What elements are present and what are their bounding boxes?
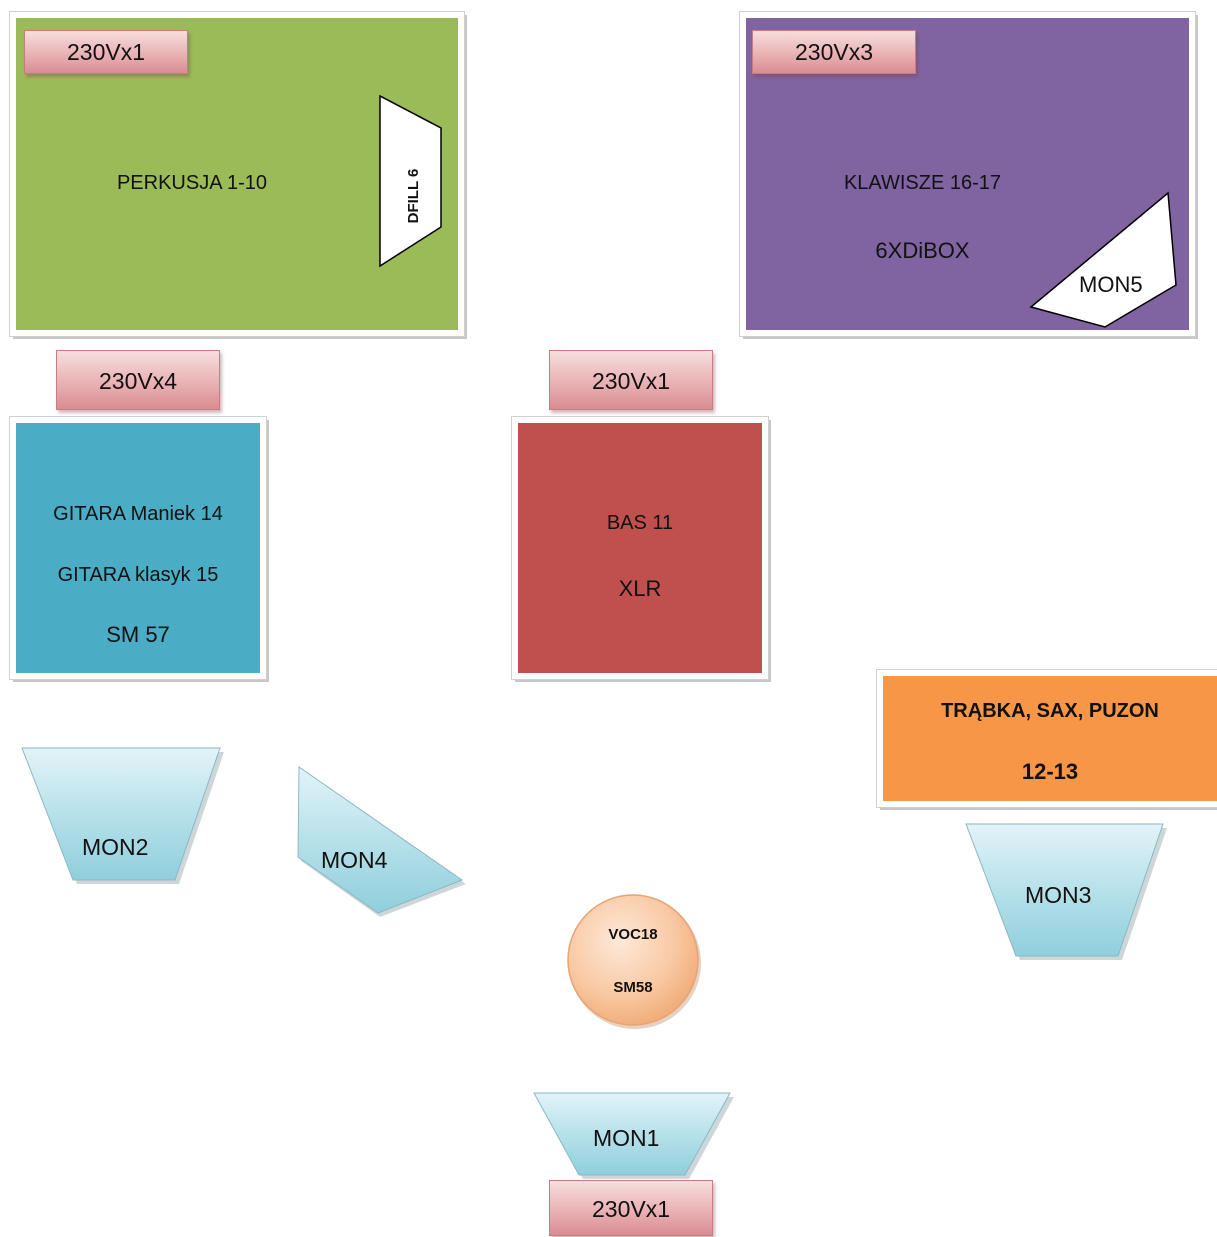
guitar-line1: GITARA Maniek 14: [53, 503, 223, 525]
front-power-badge: 230Vx1: [549, 1180, 713, 1236]
brass-channels: 12-13: [1021, 759, 1079, 784]
dfill-monitor-shape: [379, 94, 442, 268]
vocal-channel-label: VOC18: [608, 926, 657, 943]
mon3-label: MON3: [1025, 882, 1091, 908]
mon1-shape: [533, 1092, 731, 1176]
brass-area: TRĄBKA, SAX, PUZON 12-13: [876, 669, 1217, 808]
mon3-shape: [965, 823, 1164, 957]
guitar-line2: GITARA klasyk 15: [57, 564, 219, 586]
dfill-label: DFILL 6: [405, 169, 422, 224]
mon1: MON1: [533, 1092, 734, 1179]
brass-label: TRĄBKA, SAX, PUZON: [941, 700, 1159, 722]
bass-line2: XLR: [618, 576, 662, 601]
mon4-label: MON4: [321, 847, 388, 873]
mon3: MON3: [965, 823, 1167, 960]
mon1-label: MON1: [593, 1125, 659, 1151]
mon4: MON4: [297, 766, 466, 917]
bass-line1: BAS 11: [606, 512, 674, 534]
vocal-circle: [567, 894, 699, 1026]
keys-dibox-label: 6XDiBOX: [875, 238, 970, 263]
mon4-shape: [297, 766, 464, 914]
bass-power-badge: 230Vx1: [549, 350, 713, 410]
guitar-area: GITARA Maniek 14 GITARA klasyk 15 SM 57: [9, 416, 267, 680]
guitar-mic-label: SM 57: [106, 622, 170, 647]
bass-area: BAS 11 XLR: [511, 416, 769, 680]
mon2: MON2: [21, 747, 224, 884]
keys-power-badge: 230Vx3: [752, 30, 916, 74]
vocal-mic: VOC18 SM58: [567, 894, 701, 1029]
mon2-label: MON2: [82, 834, 148, 860]
mon5-shape: [1029, 191, 1177, 328]
vocal-mic-label: SM58: [613, 979, 652, 996]
mon5-label: MON5: [1079, 272, 1143, 297]
guitar-power-badge: 230Vx4: [56, 350, 220, 410]
mon2-shape: [21, 747, 221, 881]
drums-power-badge: 230Vx1: [24, 30, 188, 74]
keys-label: KLAWISZE 16-17: [843, 172, 1002, 194]
drums-label: PERKUSJA 1-10: [116, 172, 268, 194]
